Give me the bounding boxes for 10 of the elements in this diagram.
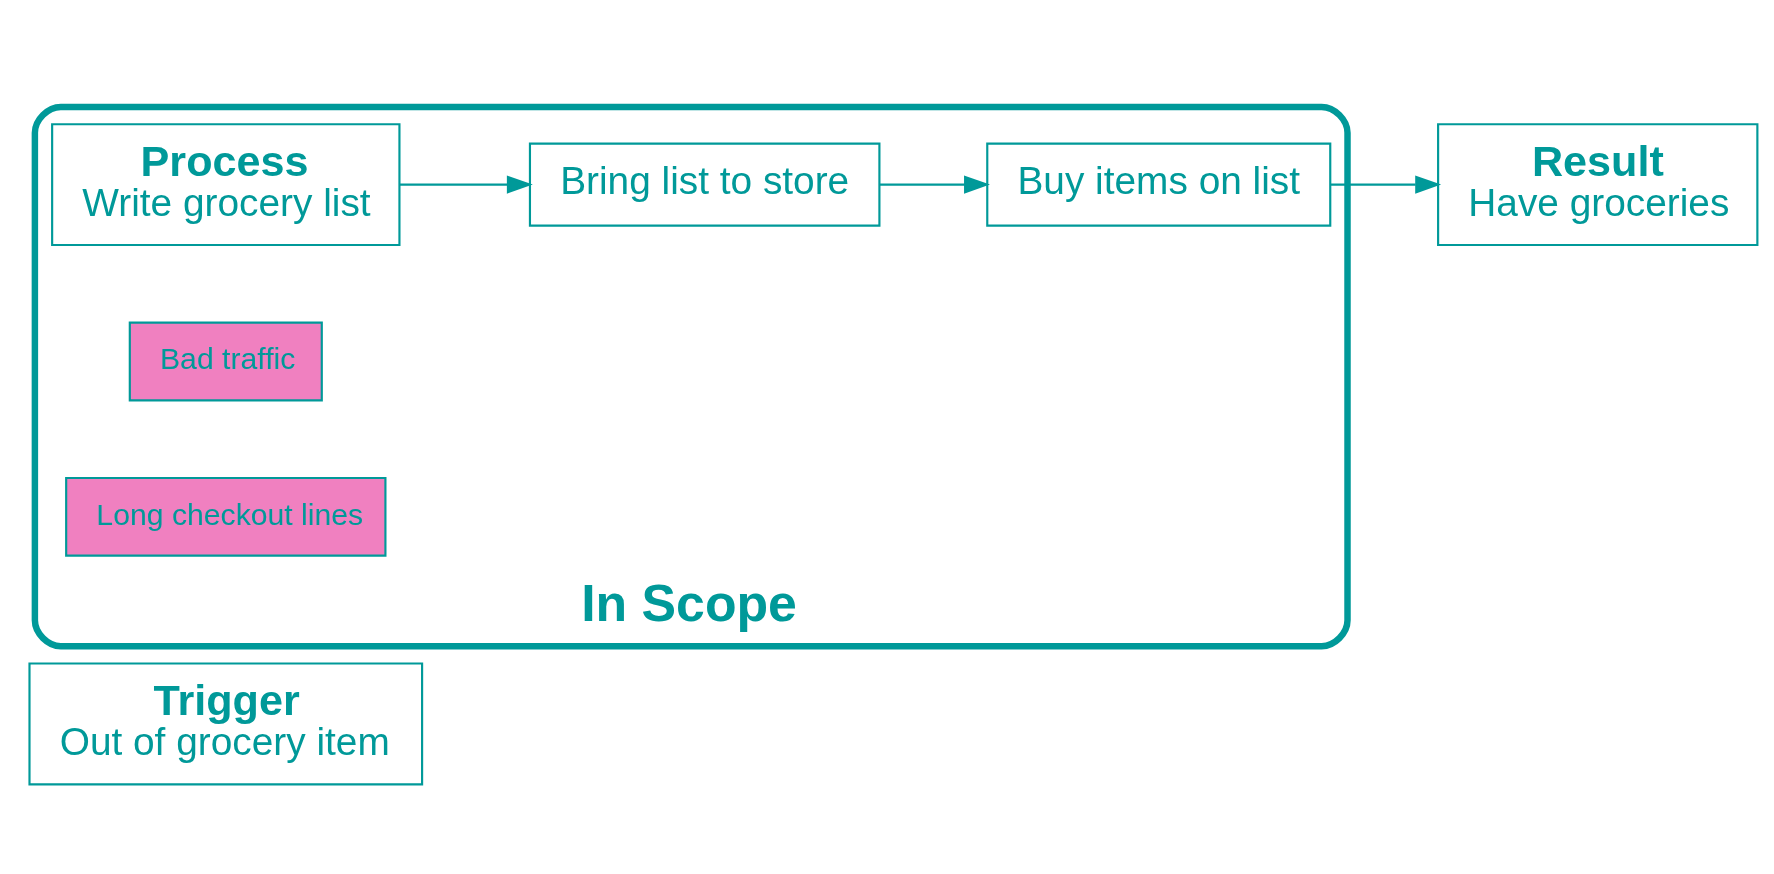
node-box: Bring list to store [528,142,880,227]
node-box: Process Write grocery list [50,123,400,247]
node-box: Long checkout lines [64,476,386,557]
node-box: Result Have groceries [1436,123,1758,247]
arrow [878,175,990,194]
node-box: Trigger Out of grocery item [27,662,423,786]
node-box: Buy items on list [985,142,1331,227]
arrow [399,175,533,194]
arrow [1330,175,1441,194]
node-box: Bad traffic [128,321,323,402]
